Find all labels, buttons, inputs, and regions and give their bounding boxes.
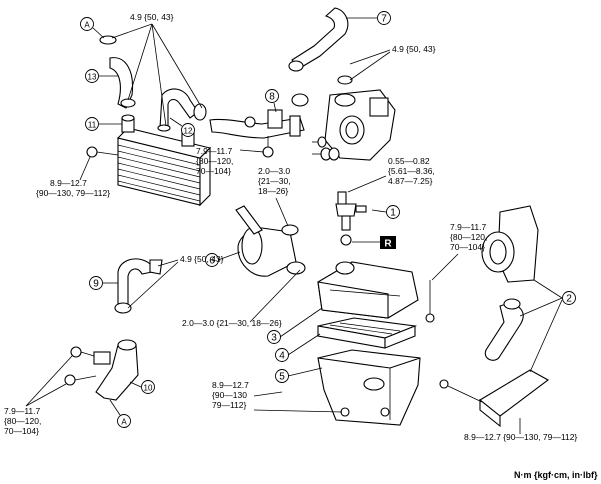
svg-text:2.0—3.0 {21—30, 18—26}: 2.0—3.0 {21—30, 18—26} — [182, 318, 282, 328]
callout-12: 12 — [181, 123, 195, 137]
torque-label-12: 8.9—12.7 {90—130, 79—112} — [464, 432, 577, 442]
callout-13: 13 — [85, 69, 99, 83]
hose-9 — [117, 258, 153, 307]
svg-text:70—104}: 70—104} — [196, 166, 231, 176]
torque-label-8: 4.9 {50, 43} — [180, 254, 224, 264]
o-ring — [340, 234, 352, 246]
svg-text:79—112}: 79—112} — [212, 400, 247, 410]
svg-text:{80—120,: {80—120, — [4, 416, 41, 426]
connector-a-top: A — [80, 17, 94, 31]
callout-10: 10 — [141, 380, 155, 394]
callout-2: 2 — [562, 291, 576, 305]
svg-text:5: 5 — [279, 372, 285, 383]
svg-text:8.9—12.7: 8.9—12.7 — [50, 178, 87, 188]
hose-13 — [109, 57, 134, 109]
callout-7: 7 — [377, 11, 391, 25]
resonator-duct-2 — [439, 205, 550, 428]
svg-text:2: 2 — [566, 294, 572, 305]
svg-text:1: 1 — [390, 208, 396, 219]
callout-5: 5 — [275, 369, 289, 383]
svg-text:A: A — [84, 21, 90, 30]
svg-text:3: 3 — [271, 333, 277, 344]
svg-text:8.9—12.7: 8.9—12.7 — [212, 380, 249, 390]
svg-text:2.0—3.0: 2.0—3.0 — [258, 166, 290, 176]
callout-11: 11 — [85, 117, 99, 131]
svg-text:R: R — [384, 239, 392, 250]
torque-label-1: 4.9 {50, 43} — [130, 12, 174, 22]
throttle-body — [291, 75, 396, 161]
svg-text:7: 7 — [381, 14, 387, 25]
svg-text:4: 4 — [279, 351, 285, 362]
air-filter — [317, 317, 418, 349]
svg-text:A: A — [121, 418, 127, 427]
torque-label-7: 7.9—11.7 {80—120, 70—104} — [450, 222, 487, 252]
replace-mark: R — [380, 236, 396, 250]
svg-text:4.9 {50, 43}: 4.9 {50, 43} — [130, 12, 174, 22]
torque-label-11: 7.9—11.7 {80—120, 70—104} — [4, 406, 41, 436]
airflow-sensor — [335, 191, 387, 231]
svg-text:8.9—12.7 {90—130, 79—112}: 8.9—12.7 {90—130, 79—112} — [464, 432, 577, 442]
callout-9: 9 — [89, 276, 103, 290]
svg-text:4.87—7.25}: 4.87—7.25} — [388, 176, 433, 186]
svg-text:70—104}: 70—104} — [4, 426, 39, 436]
connector-a-bottom: A — [117, 414, 131, 428]
hose-12 — [159, 88, 199, 129]
svg-text:12: 12 — [184, 127, 193, 136]
hose-7 — [291, 7, 349, 69]
svg-text:6: 6 — [209, 256, 215, 267]
svg-text:18—26}: 18—26} — [258, 186, 288, 196]
svg-text:4.9 {50, 43}: 4.9 {50, 43} — [180, 254, 224, 264]
air-cleaner-case — [317, 349, 421, 426]
svg-text:11: 11 — [88, 121, 97, 130]
svg-text:{90—130: {90—130 — [212, 390, 247, 400]
torque-label-4: 7.9—11.7 {80—120, 70—104} — [196, 146, 233, 176]
callout-1: 1 — [386, 205, 400, 219]
svg-text:70—104}: 70—104} — [450, 242, 485, 252]
svg-text:10: 10 — [144, 384, 153, 393]
svg-text:7.9—11.7: 7.9—11.7 — [196, 146, 233, 156]
fresh-air-duct-6 — [235, 205, 306, 277]
callout-4: 4 — [275, 348, 289, 362]
svg-text:7.9—11.7: 7.9—11.7 — [450, 222, 487, 232]
torque-label-3: 8.9—12.7 {90—130, 79—112} — [36, 178, 110, 198]
torque-label-6: 0.55—0.82 {5.61—8.36, 4.87—7.25} — [388, 156, 435, 186]
callout-3: 3 — [267, 330, 281, 344]
svg-text:4.9 {50, 43}: 4.9 {50, 43} — [392, 44, 436, 54]
svg-text:9: 9 — [93, 279, 99, 290]
svg-text:7.9—11.7: 7.9—11.7 — [4, 406, 41, 416]
svg-text:{21—30,: {21—30, — [258, 176, 291, 186]
svg-text:{80—120,: {80—120, — [450, 232, 487, 242]
svg-text:{90—130, 79—112}: {90—130, 79—112} — [36, 188, 110, 198]
svg-text:8: 8 — [269, 92, 275, 103]
svg-text:{80—120,: {80—120, — [196, 156, 233, 166]
svg-text:{5.61—8.36,: {5.61—8.36, — [388, 166, 435, 176]
units-note: N·m {kgf·cm, in·lbf} — [514, 470, 598, 480]
torque-label-5: 2.0—3.0 {21—30, 18—26} — [258, 166, 291, 196]
callout-8: 8 — [265, 89, 279, 103]
svg-text:0.55—0.82: 0.55—0.82 — [388, 156, 430, 166]
svg-text:N·m {kgf·cm, in·lbf}: N·m {kgf·cm, in·lbf} — [514, 470, 598, 480]
torque-label-9: 2.0—3.0 {21—30, 18—26} — [182, 318, 282, 328]
svg-text:13: 13 — [88, 73, 97, 82]
torque-label-10: 8.9—12.7 {90—130 79—112} — [212, 380, 249, 410]
torque-label-2: 4.9 {50, 43} — [392, 44, 436, 54]
air-cleaner-cover — [317, 261, 419, 319]
pipe-10 — [95, 344, 139, 401]
